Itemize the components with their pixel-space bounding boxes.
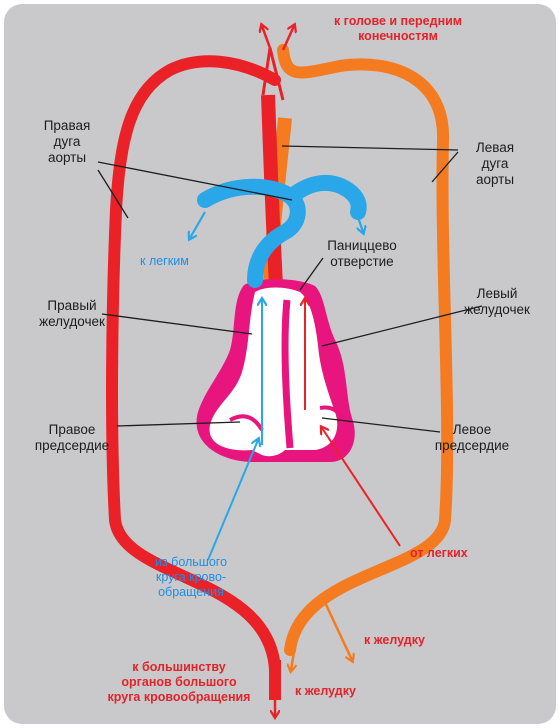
label-left-atrium: Левое предсердие xyxy=(434,422,510,453)
pulmonary-artery xyxy=(197,178,306,288)
right-aortic-arch xyxy=(106,55,281,676)
arrow-stomach-bottom xyxy=(291,639,298,670)
left-aortic-arch xyxy=(277,44,454,656)
label-to-head: к голове и передним конечностям xyxy=(333,14,463,43)
right-atrium-wall xyxy=(229,414,264,432)
label-to-lungs: к легким xyxy=(140,254,189,268)
leader-lines xyxy=(97,145,483,433)
arrow-from-lungs xyxy=(322,428,401,547)
arrow-head-right xyxy=(281,26,294,51)
arrow-to-lungs-right xyxy=(355,213,363,232)
arrow-head-left xyxy=(262,26,272,49)
arrow-from-body xyxy=(207,440,258,561)
arrow-to-lungs-left xyxy=(190,211,206,238)
left-atrium-wall xyxy=(319,405,346,426)
arrow-stomach-right xyxy=(320,595,352,660)
label-right-atrium: Правое предсердие xyxy=(34,422,110,453)
pulmonary-artery-right xyxy=(284,174,367,220)
label-panizza: Паниццево отверстие xyxy=(327,238,397,269)
label-to-stomach-1: к желудку xyxy=(364,633,425,647)
label-right-ventricle: Правый желудочек xyxy=(39,298,105,329)
label-left-arch: Левая дуга аорты xyxy=(475,140,515,187)
label-left-ventricle: Левый желудочек xyxy=(464,286,530,317)
label-right-arch: Правая дуга аорты xyxy=(43,118,91,165)
heart-septum xyxy=(281,299,294,449)
label-to-organs: к большинству органов большого круга кро… xyxy=(107,660,251,704)
label-from-body: из большого круга крово- обращения xyxy=(154,555,228,599)
label-to-stomach-2: к желудку xyxy=(295,684,356,698)
label-from-lungs: от легких xyxy=(410,546,468,560)
